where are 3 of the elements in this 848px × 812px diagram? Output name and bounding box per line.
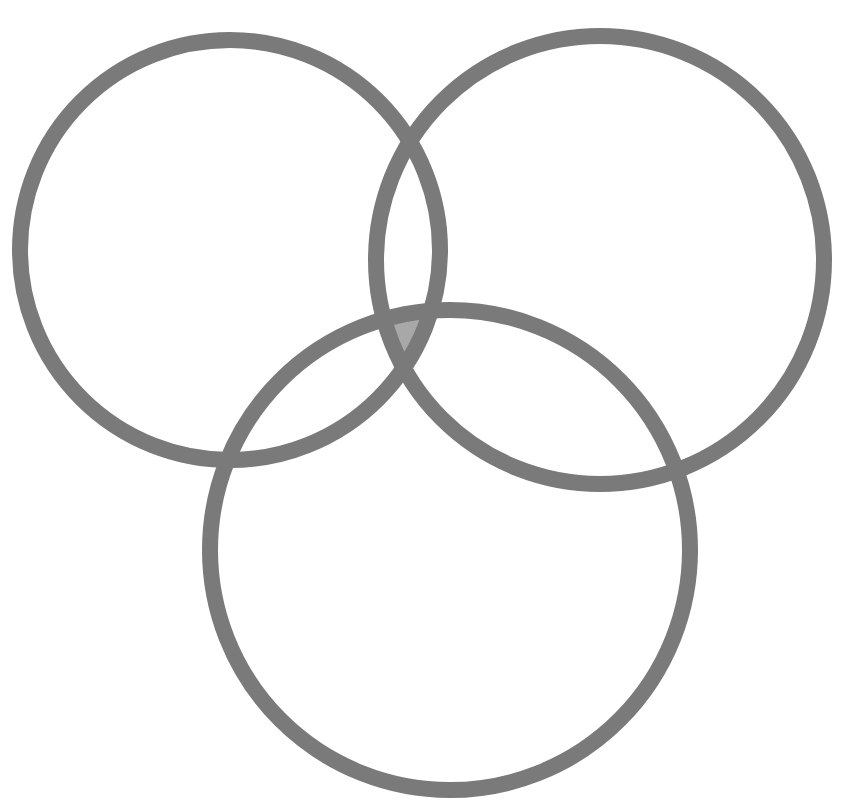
venn-circle bbox=[12, 32, 448, 468]
venn-circle bbox=[368, 28, 832, 492]
venn-circle bbox=[202, 302, 698, 798]
